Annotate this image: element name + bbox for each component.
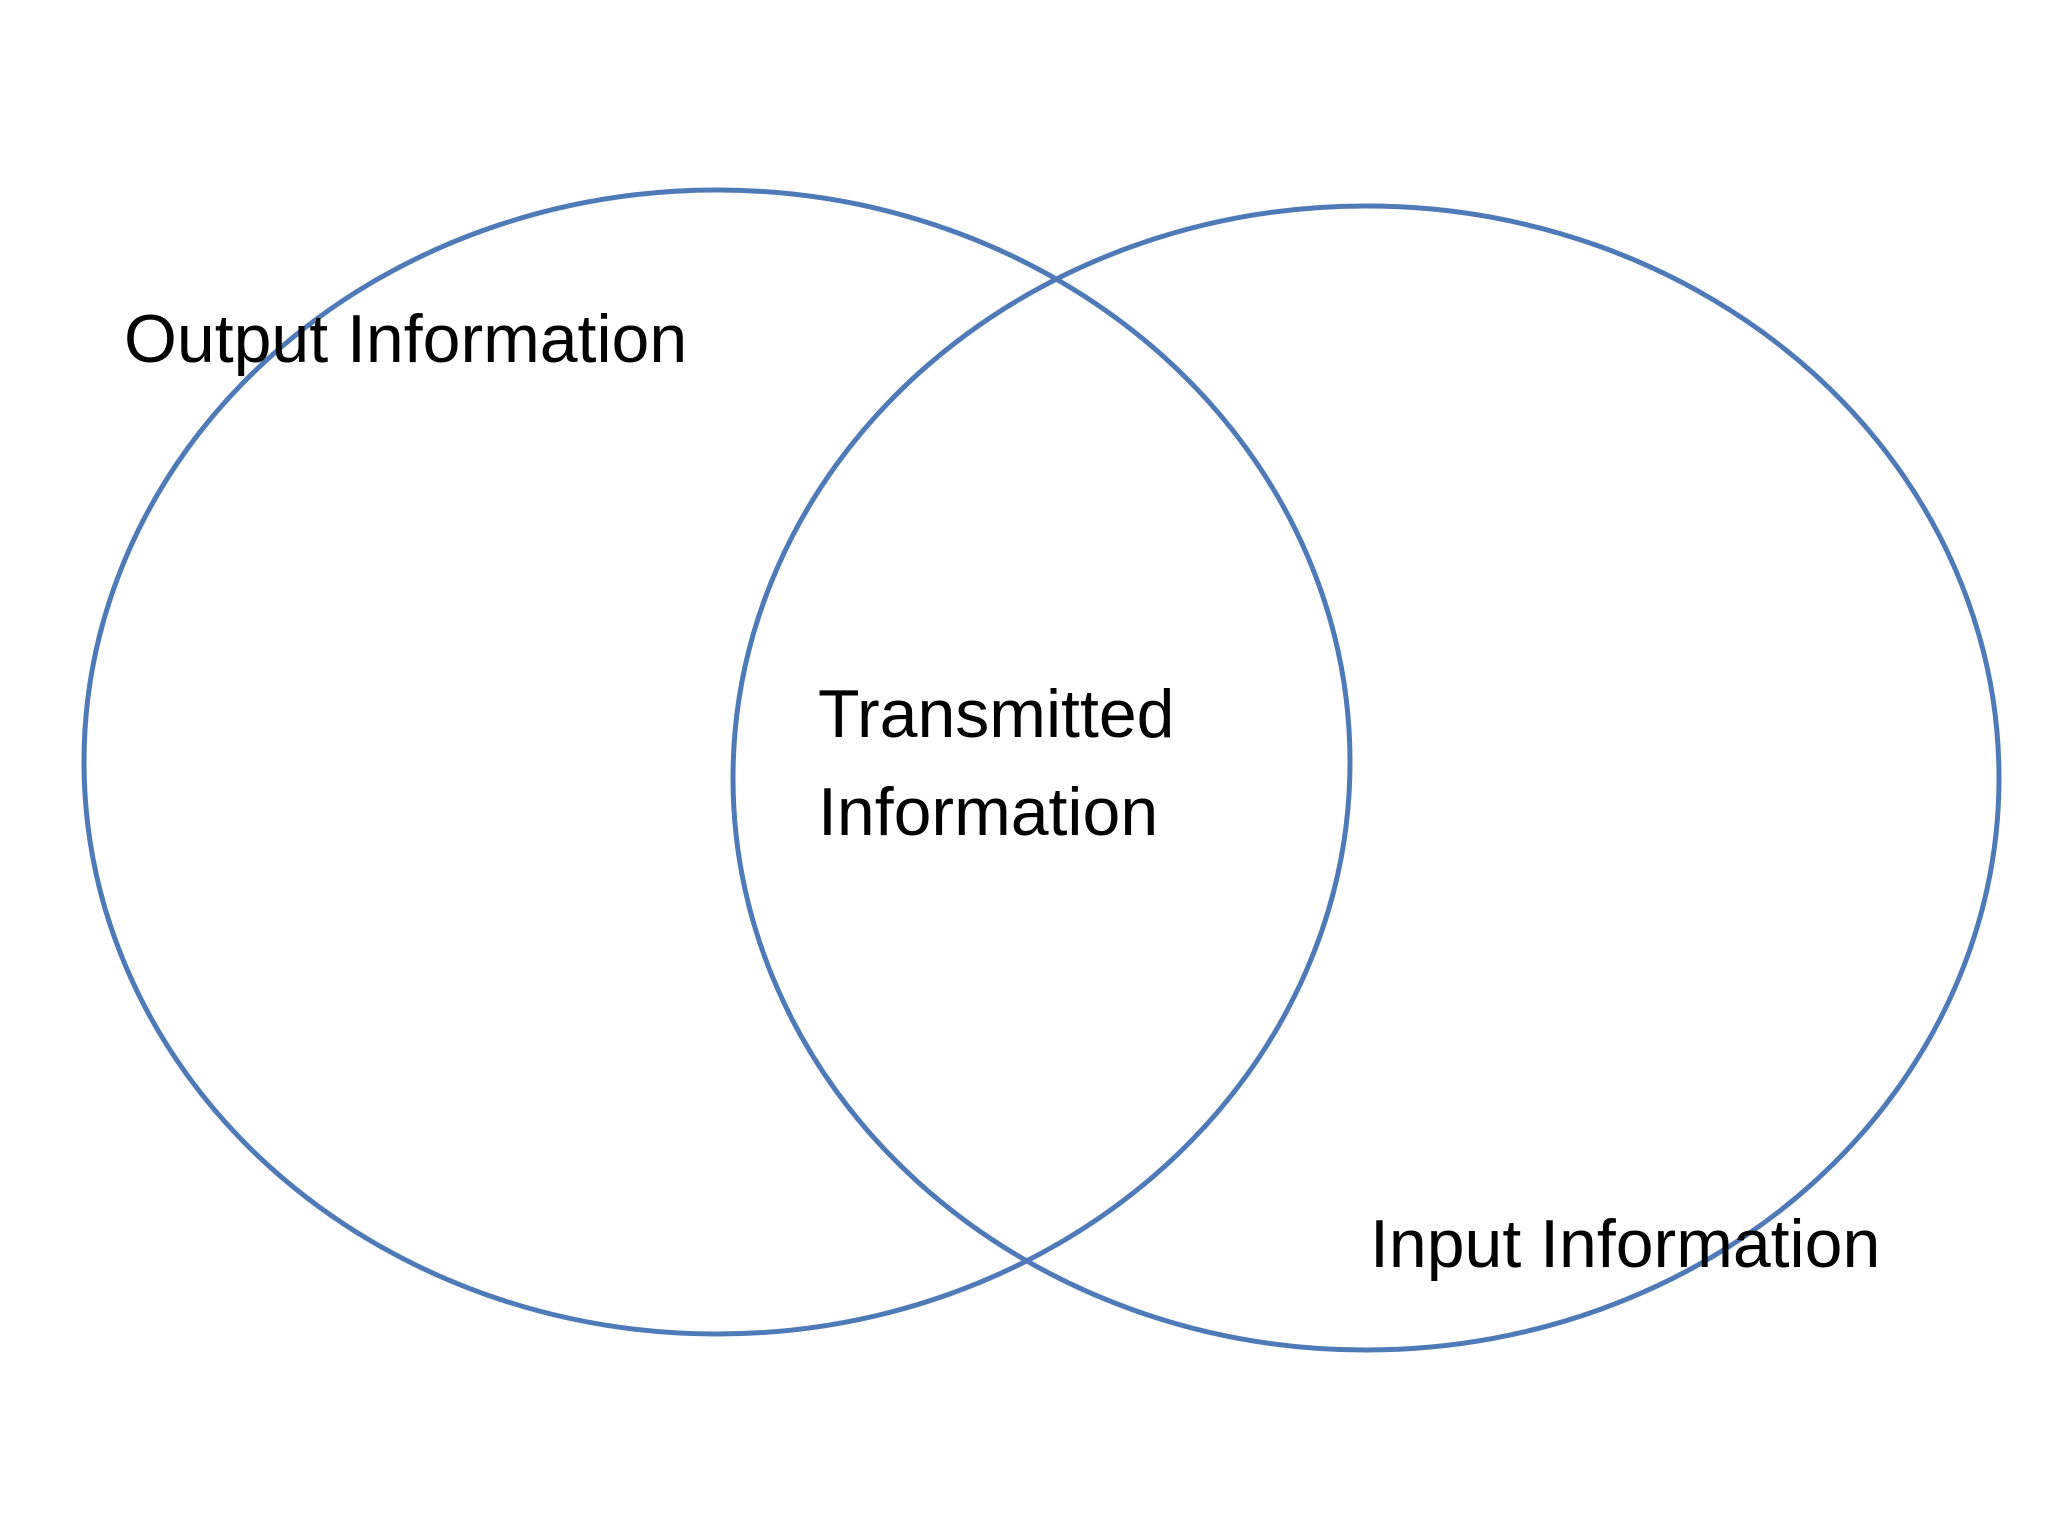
input-information-label: Input Information [1370, 1206, 1881, 1282]
input-information-circle [730, 203, 2002, 1353]
output-information-label: Output Information [124, 301, 688, 377]
transmitted-label-line-1: Transmitted [818, 676, 1175, 752]
transmitted-label-line-2: Information [818, 774, 1159, 850]
transmitted-information-label: Transmitted Information [818, 665, 1174, 861]
output-information-circle [81, 187, 1353, 1337]
